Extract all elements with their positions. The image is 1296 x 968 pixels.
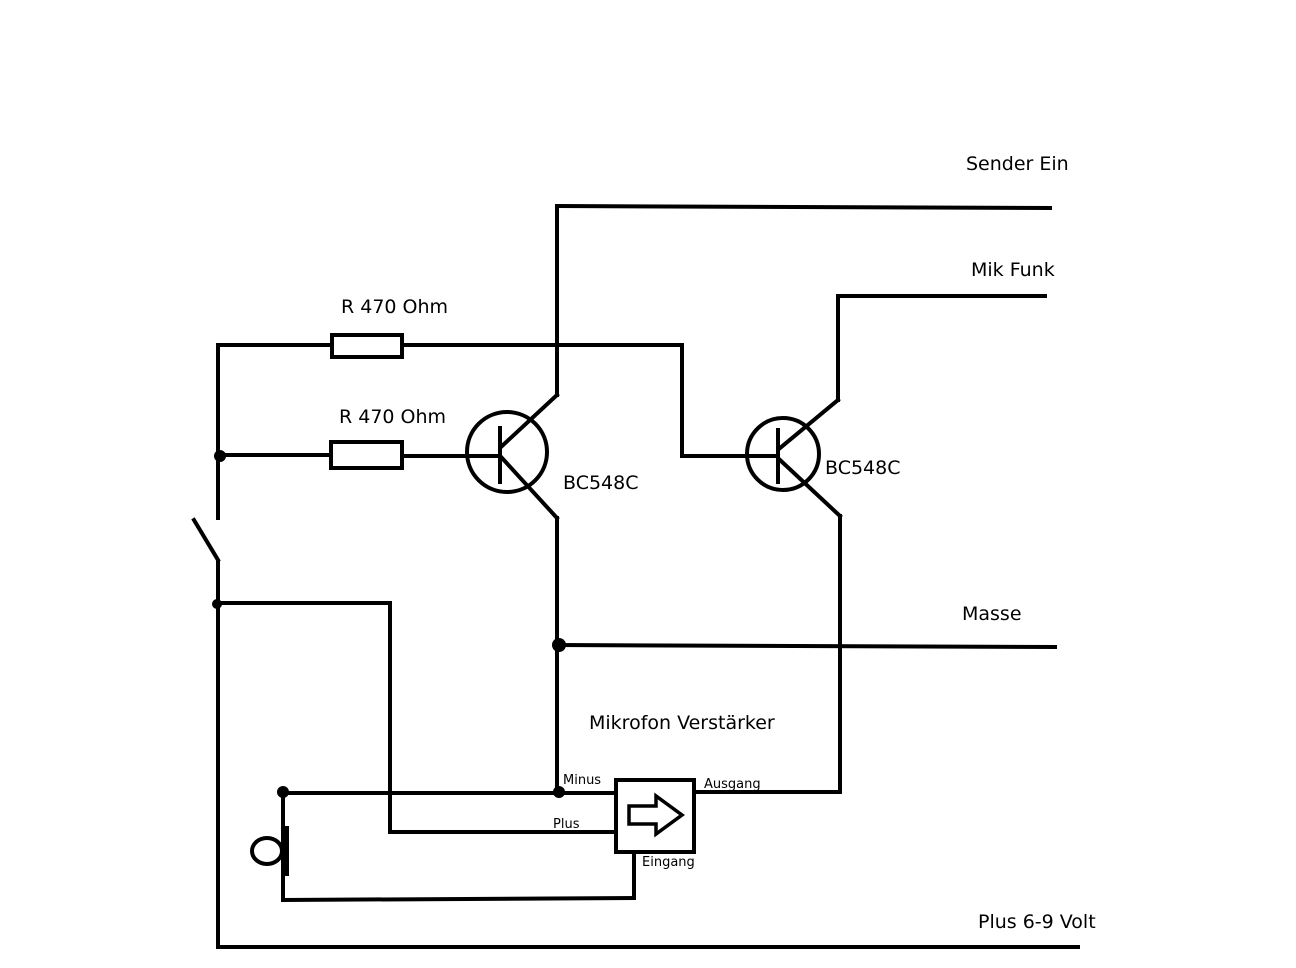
amp-ausgang-label: Ausgang (704, 777, 761, 792)
resistor-r2 (216, 440, 502, 470)
junction-dot (212, 599, 222, 609)
amp-plus-label: Plus (553, 817, 580, 832)
transistor-t2 (745, 294, 843, 794)
minus-feed (280, 791, 637, 903)
transistor-t1 (465, 204, 560, 794)
resistor-r1 (216, 333, 780, 458)
label-mic-amp: Mikrofon Verstärker (589, 712, 775, 734)
label-plus-supply: Plus 6-9 Volt (978, 911, 1096, 933)
junction-dots (212, 450, 566, 798)
arrow-right-icon (627, 792, 685, 838)
amp-minus-label: Minus (563, 773, 601, 788)
transistor-t1-label: BC548C (563, 472, 639, 494)
resistor-r2-label: R 470 Ohm (339, 406, 446, 428)
microphone-icon (250, 826, 289, 876)
label-masse: Masse (962, 603, 1022, 625)
junction-dot (214, 450, 226, 462)
junction-dot (552, 638, 566, 652)
resistor-r1-label: R 470 Ohm (341, 296, 448, 318)
label-sender-ein: Sender Ein (966, 153, 1069, 175)
amplifier-box (614, 778, 696, 854)
output-lines (554, 203, 1058, 650)
junction-dot (553, 786, 565, 798)
amp-eingang-label: Eingang (642, 855, 695, 870)
power-switch[interactable] (191, 517, 221, 563)
left-rail (216, 343, 1080, 949)
junction-dot (277, 786, 289, 798)
transistor-t2-label: BC548C (825, 457, 901, 479)
label-mik-funk: Mik Funk (971, 259, 1055, 281)
